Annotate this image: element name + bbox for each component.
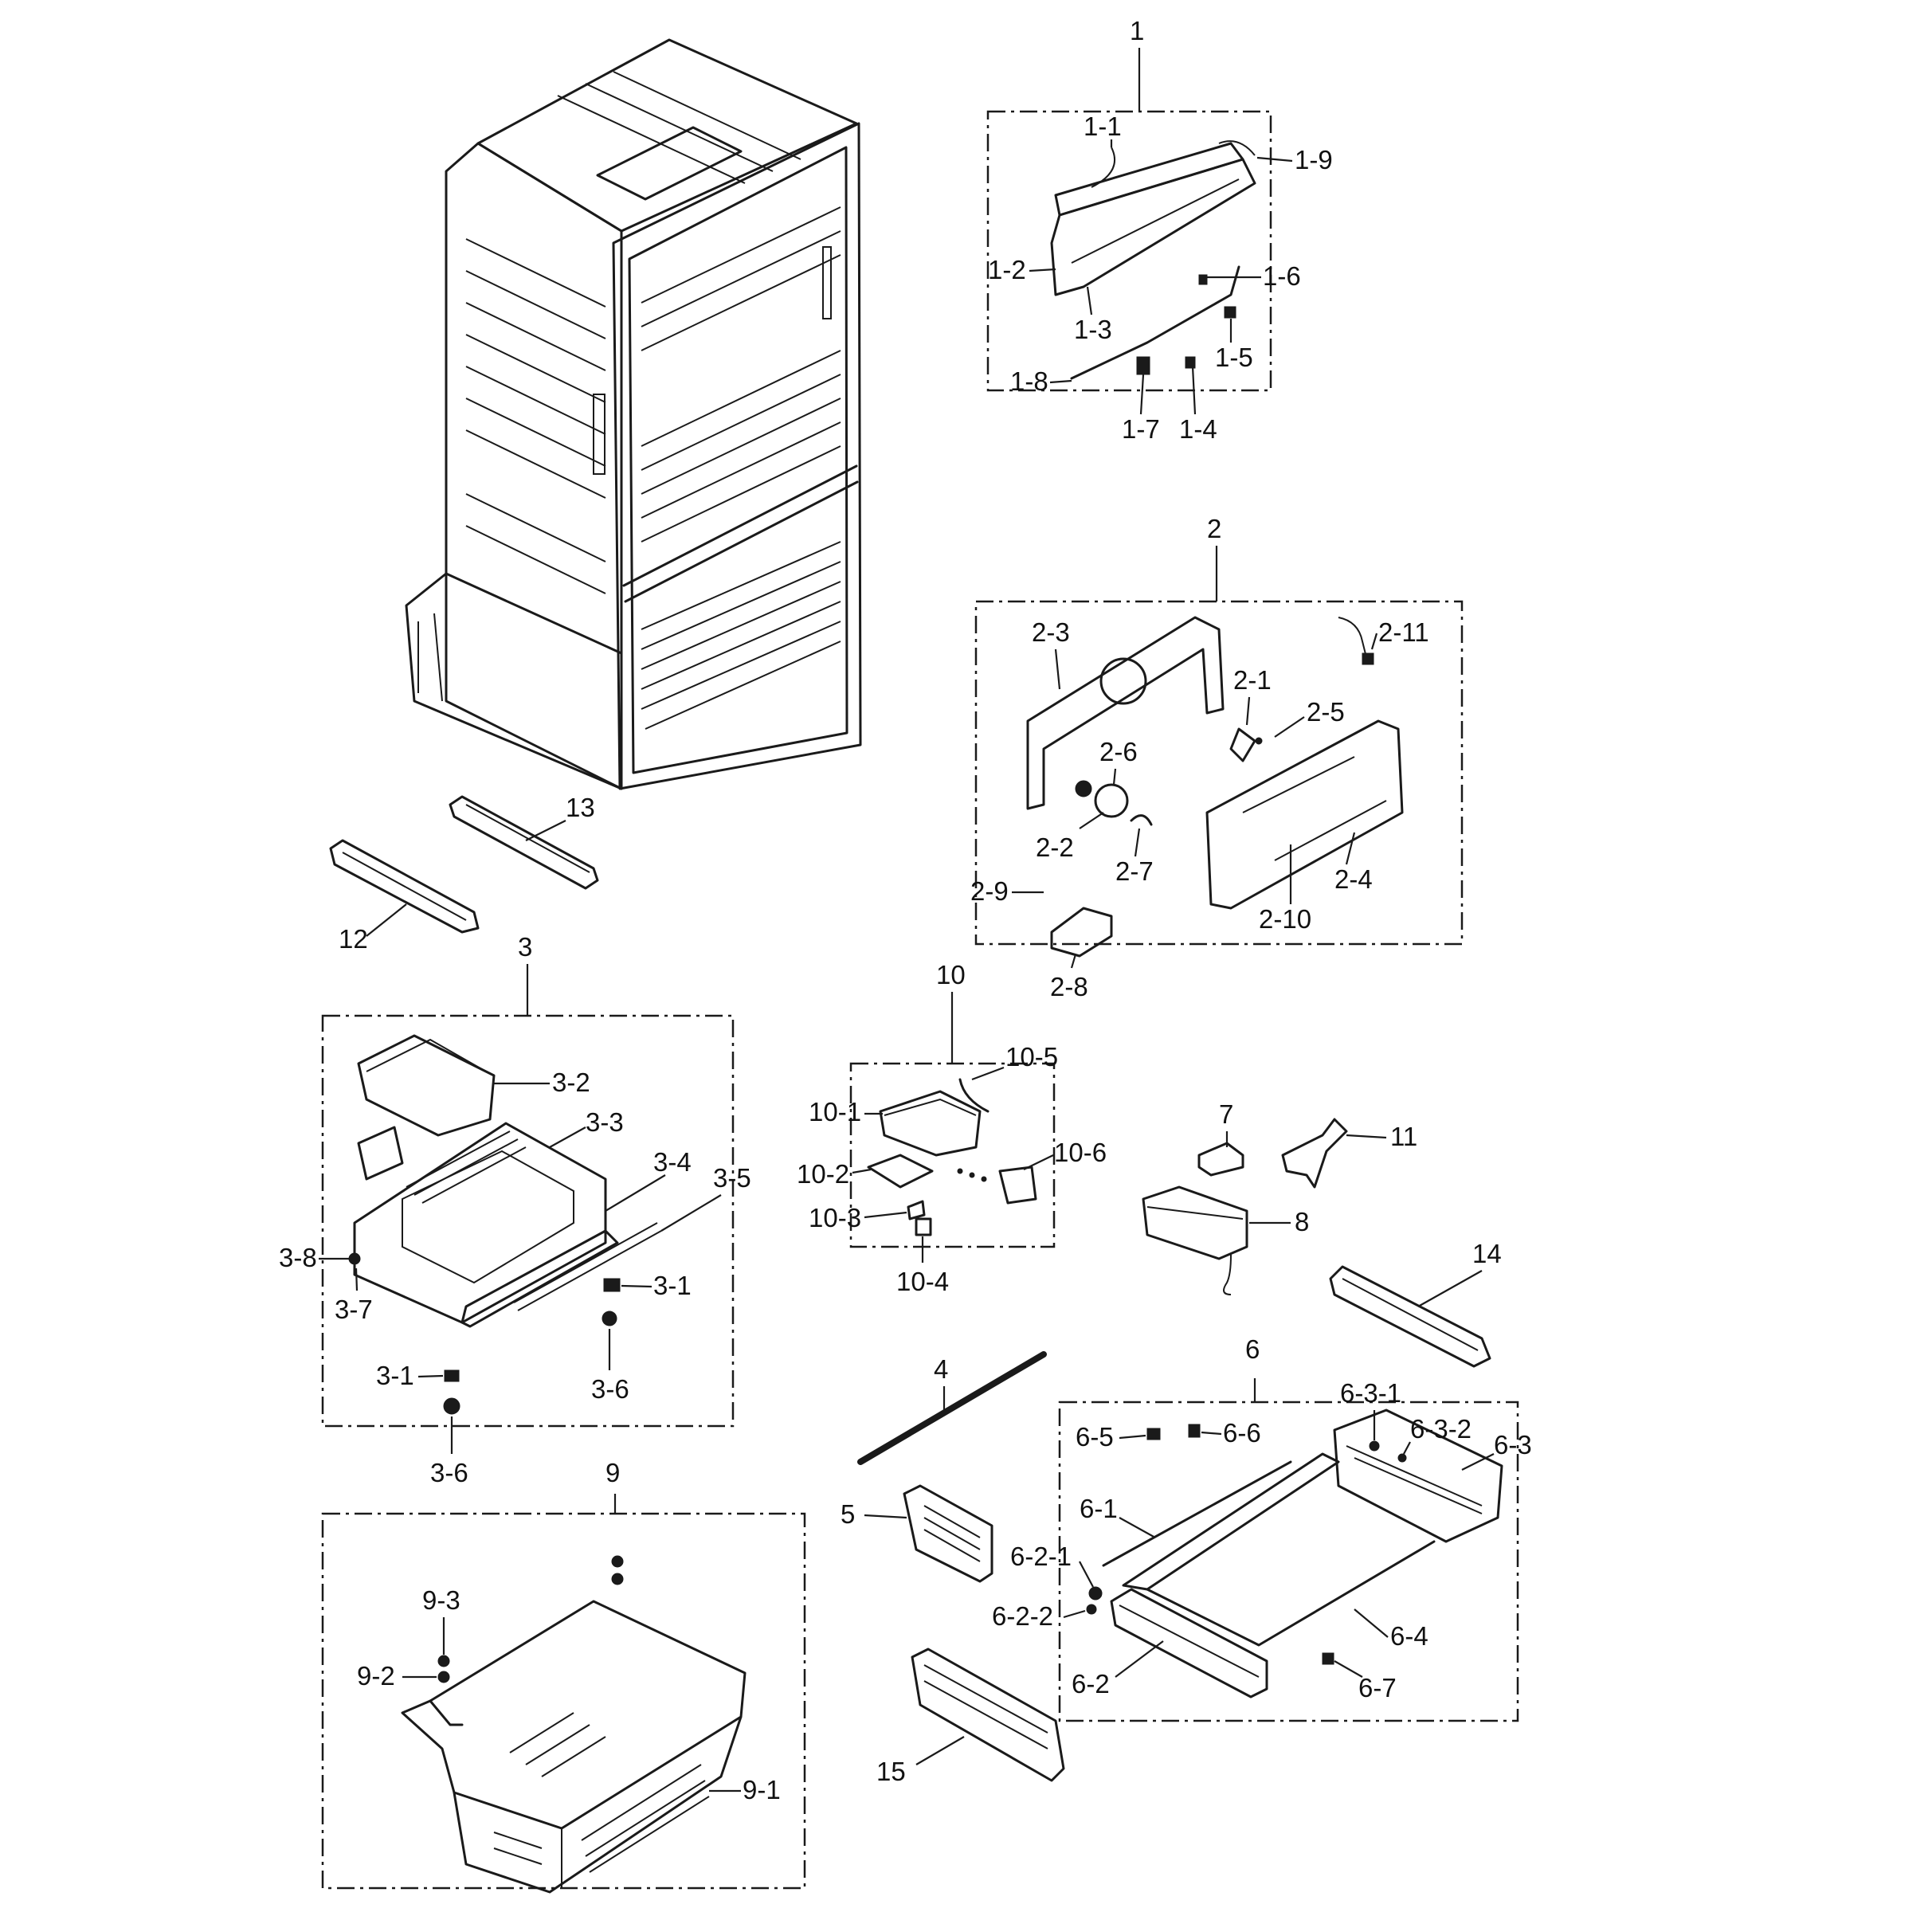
rail-13: 13 bbox=[449, 793, 599, 890]
callout-2-10: 2-10 bbox=[1259, 904, 1311, 934]
callout-1-8: 1-8 bbox=[1010, 366, 1048, 396]
callout-3-5: 3-5 bbox=[713, 1163, 751, 1193]
callout-9-1: 9-1 bbox=[743, 1775, 781, 1804]
callout-10-4: 10-4 bbox=[896, 1267, 949, 1296]
callout-10-5: 10-5 bbox=[1005, 1042, 1058, 1072]
callout-2-1: 2-1 bbox=[1233, 665, 1272, 695]
group-3-crisper-drawer: 3 3-2 3-3 3-4 3-5 3-8 3-7 3-1 bbox=[279, 932, 751, 1487]
group-2-evaporator-cover: 2 2-3 2-1 2-5 2-11 2-6 2-2 2-7 bbox=[970, 514, 1464, 1001]
callout-6-2-2: 6-2-2 bbox=[992, 1601, 1053, 1631]
callout-6-6: 6-6 bbox=[1223, 1418, 1261, 1448]
rail-12: 12 bbox=[329, 839, 480, 954]
refrigerator-cabinet bbox=[405, 38, 862, 790]
callout-3-7: 3-7 bbox=[335, 1295, 373, 1324]
callout-13: 13 bbox=[566, 793, 595, 822]
callout-3-8: 3-8 bbox=[279, 1243, 317, 1272]
callout-2-2: 2-2 bbox=[1036, 833, 1074, 862]
part-7: 7 bbox=[1197, 1099, 1244, 1177]
rail-14: 14 bbox=[1329, 1239, 1502, 1368]
callout-3-6a: 3-6 bbox=[591, 1374, 629, 1404]
callout-11: 11 bbox=[1390, 1122, 1417, 1151]
callout-6-7: 6-7 bbox=[1358, 1673, 1397, 1702]
callout-6-3: 6-3 bbox=[1494, 1430, 1532, 1459]
group-9-freezer-basket: 9 9-3 9-2 9-1 bbox=[321, 1458, 806, 1894]
callout-1: 1 bbox=[1130, 16, 1144, 45]
part-11: 11 bbox=[1281, 1118, 1417, 1189]
callout-3: 3 bbox=[518, 932, 532, 962]
callout-6-3-1: 6-3-1 bbox=[1340, 1378, 1401, 1408]
part-8: 8 bbox=[1142, 1185, 1309, 1295]
group-10-ice-maker-bracket: 10 10-5 10-1 10-2 10-3 10-4 10-6 bbox=[797, 960, 1107, 1296]
callout-1-6: 1-6 bbox=[1263, 261, 1301, 291]
callout-2-5: 2-5 bbox=[1307, 697, 1345, 727]
callout-7: 7 bbox=[1219, 1099, 1233, 1129]
callout-1-3: 1-3 bbox=[1074, 315, 1112, 344]
callout-15: 15 bbox=[876, 1757, 906, 1786]
callout-14: 14 bbox=[1472, 1239, 1502, 1268]
callout-10-1: 10-1 bbox=[809, 1097, 861, 1126]
part-5: 5 bbox=[841, 1484, 993, 1583]
callout-6-3-2: 6-3-2 bbox=[1410, 1414, 1472, 1444]
callout-2-6: 2-6 bbox=[1099, 737, 1138, 766]
callout-9-3: 9-3 bbox=[422, 1585, 460, 1615]
callout-1-9: 1-9 bbox=[1295, 145, 1333, 174]
callout-2-9: 2-9 bbox=[970, 876, 1009, 906]
group-1-control-box: 1 1-1 1-2 1-3 1-4 1-5 1-6 1-7 1-8 1-9 bbox=[986, 16, 1333, 444]
callout-6-2-1: 6-2-1 bbox=[1010, 1542, 1072, 1571]
callout-3-4: 3-4 bbox=[653, 1147, 692, 1177]
callout-6-2: 6-2 bbox=[1072, 1669, 1110, 1698]
callout-10: 10 bbox=[936, 960, 966, 989]
callout-3-1a: 3-1 bbox=[653, 1271, 692, 1300]
callout-1-7: 1-7 bbox=[1122, 414, 1160, 444]
rail-15: 15 bbox=[876, 1648, 1065, 1786]
callout-10-2: 10-2 bbox=[797, 1159, 849, 1189]
callout-1-1: 1-1 bbox=[1084, 112, 1122, 141]
callout-9: 9 bbox=[605, 1458, 620, 1487]
callout-1-5: 1-5 bbox=[1215, 343, 1253, 372]
callout-2-8: 2-8 bbox=[1050, 972, 1088, 1001]
callout-5: 5 bbox=[841, 1499, 855, 1529]
callout-2-4: 2-4 bbox=[1334, 864, 1373, 894]
callout-1-4: 1-4 bbox=[1179, 414, 1217, 444]
group-6-shelf-assembly: 6 6-3-1 6-3-2 6-3 6-5 6-6 bbox=[992, 1334, 1532, 1722]
callout-9-2: 9-2 bbox=[357, 1661, 395, 1691]
part-4: 4 bbox=[857, 1351, 1047, 1465]
callout-2: 2 bbox=[1207, 514, 1221, 543]
callout-2-11: 2-11 bbox=[1378, 617, 1429, 647]
callout-3-2: 3-2 bbox=[552, 1068, 590, 1097]
callout-1-2: 1-2 bbox=[988, 255, 1026, 284]
callout-6: 6 bbox=[1245, 1334, 1260, 1364]
callout-3-6b: 3-6 bbox=[430, 1458, 468, 1487]
callout-6-1: 6-1 bbox=[1080, 1494, 1118, 1523]
callout-10-3: 10-3 bbox=[809, 1203, 861, 1232]
callout-6-5: 6-5 bbox=[1076, 1422, 1114, 1452]
callout-6-4: 6-4 bbox=[1390, 1621, 1428, 1651]
callout-2-3: 2-3 bbox=[1032, 617, 1070, 647]
callout-3-3: 3-3 bbox=[586, 1107, 624, 1137]
callout-4: 4 bbox=[934, 1354, 948, 1384]
callout-2-7: 2-7 bbox=[1115, 856, 1154, 886]
callout-3-1b: 3-1 bbox=[376, 1361, 414, 1390]
callout-12: 12 bbox=[339, 924, 368, 954]
callout-10-6: 10-6 bbox=[1054, 1138, 1107, 1167]
callout-8: 8 bbox=[1295, 1207, 1309, 1236]
